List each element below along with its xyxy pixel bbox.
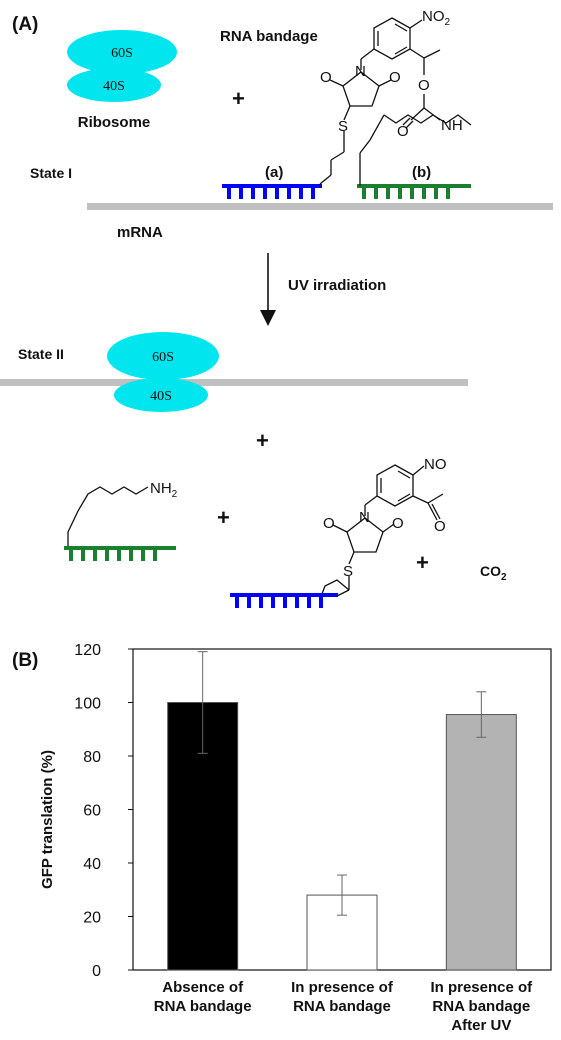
panel-a-label: (A) [12,14,38,35]
state2-label: State II [18,346,64,362]
ribosome-large-subunit [67,30,177,74]
strand-b-state1 [357,184,471,199]
carbonyl-oxygen: O [397,123,409,140]
panel-b-label: (B) [12,650,38,671]
rna-bandage-structure [319,17,472,185]
state1-label: State I [30,165,72,181]
y-tick-label: 60 [83,803,101,820]
plus-sign-4: + [416,550,429,575]
y-tick-label: 40 [83,856,101,873]
nh-group: NH [441,117,463,134]
y-tick-label: 0 [92,963,101,980]
plus-sign-3: + [217,505,230,530]
strand-b-state2 [64,546,176,561]
ester-oxygen: O [418,77,430,94]
y-tick-label: 20 [83,910,101,927]
strand-b-label: (b) [412,164,431,181]
thioether-sulfur-2: S [343,563,353,580]
nh2-group: NH2 [150,480,178,500]
no-group: NO [424,456,447,473]
strand-a-state1 [222,184,322,199]
no2-group: NO2 [422,8,451,28]
ribosome-40s-label: 40S [103,79,125,94]
imide-oxygen-left: O [320,69,332,86]
ribosome-40s-label-2: 40S [150,389,172,404]
ribosome-caption: Ribosome [78,114,151,131]
ribosome-large-subunit-2 [107,332,219,380]
ribosome-60s-label: 60S [111,46,133,61]
y-tick-label: 120 [74,642,101,659]
strand-a-label: (a) [265,164,283,181]
amine-fragment: NH2 [64,480,178,561]
plus-sign-1: + [232,86,245,111]
panel-a: (A) 60S 40S Ribosome RNA bandage + [0,8,553,608]
co2-product: CO2 [480,563,507,583]
mrna-strand-state2 [0,379,468,386]
nitroso-fragment-atoms: NO O N O O S [323,456,447,580]
ribosome-state2: 60S 40S [107,332,219,412]
strand-a-state2 [230,593,338,608]
imide-oxygen-right-2: O [392,515,404,532]
rna-bandage-title: RNA bandage [220,28,318,45]
y-tick-label: 80 [83,749,101,766]
nitroso-fragment-structure [332,464,444,597]
uv-label: UV irradiation [288,277,386,294]
imide-oxygen-right: O [389,69,401,86]
y-tick-label: 100 [74,696,101,713]
ribosome-state1: 60S 40S Ribosome [67,30,177,131]
ketone-oxygen: O [434,518,446,535]
y-axis-label: GFP translation (%) [39,750,56,889]
imide-nitrogen: N [355,63,366,80]
imide-oxygen-left-2: O [323,515,335,532]
plus-sign-2: + [256,428,269,453]
ribosome-small-subunit-2 [114,378,208,412]
imide-nitrogen-2: N [359,509,370,526]
bar [445,714,517,971]
mrna-label: mRNA [117,224,163,241]
thioether-sulfur: S [338,118,348,135]
rna-bandage-atoms: NO2 O O NH N O O S [320,8,463,140]
linker-chain-2 [321,579,350,595]
ribosome-small-subunit [67,68,161,102]
ribosome-60s-label-2: 60S [152,350,174,365]
mrna-strand-state1 [87,203,553,210]
